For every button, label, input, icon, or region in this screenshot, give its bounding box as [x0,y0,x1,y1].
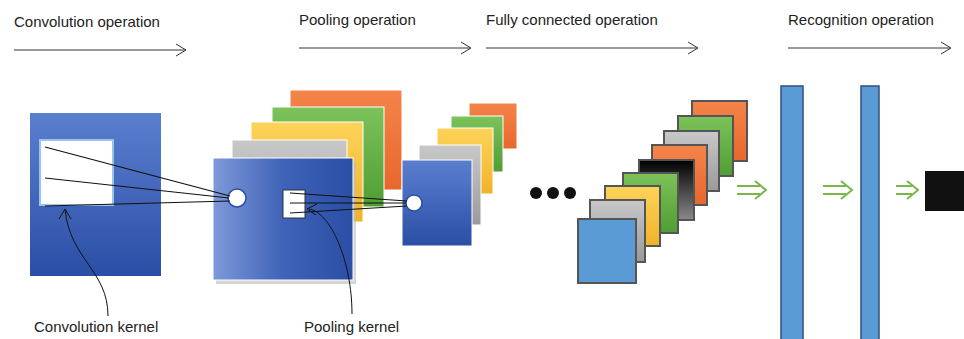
convolution-line [45,178,229,198]
part-label: Pooling kernel [302,318,401,336]
flow-arrow [737,181,766,199]
dense-layer [781,86,803,339]
conv-feature-maps [213,90,402,284]
conv-feature-maps [213,158,353,280]
ellipsis-dots [530,187,576,199]
dense-layer [861,86,879,339]
pooling-line [290,193,407,201]
flow-arrow [896,181,918,199]
header-arrow [461,42,471,54]
leader-line [59,204,352,316]
header-arrow [788,48,950,49]
ellipsis-dots [547,187,559,199]
input-image [40,140,113,205]
leader-line [59,209,71,219]
leader-line [65,209,108,316]
pooling-line [290,193,407,213]
part-label: Convolution kernel [32,318,160,336]
conv-feature-maps [228,189,246,207]
leader-line [307,204,317,215]
header-arrow [941,42,951,54]
flow-arrow [823,181,852,199]
convolution-line [45,201,230,206]
output-square [925,171,964,211]
stage-title: Fully connected operation [484,11,660,29]
ellipsis-dots [564,187,576,199]
pooled-feature-maps [406,195,422,211]
convolution-line [45,147,230,206]
header-arrow [14,42,951,56]
pooled-feature-maps [402,160,472,246]
stage-title: Pooling operation [297,11,418,29]
header-arrow [486,48,697,49]
input-image [30,113,161,276]
feature-stack [578,101,747,283]
feature-stack [578,219,636,283]
input-image [30,113,161,276]
ellipsis-dots [530,187,542,199]
header-arrow [14,50,185,51]
stage-title: Convolution operation [12,13,162,31]
dense-layer [781,86,879,339]
pooling-line [290,202,406,203]
leader-line [309,209,352,314]
header-arrow [299,48,470,49]
pooled-feature-maps [402,103,517,246]
header-arrow [176,44,186,56]
header-arrow [688,42,698,54]
stage-title: Recognition operation [786,11,936,29]
flow-arrow [737,181,918,199]
